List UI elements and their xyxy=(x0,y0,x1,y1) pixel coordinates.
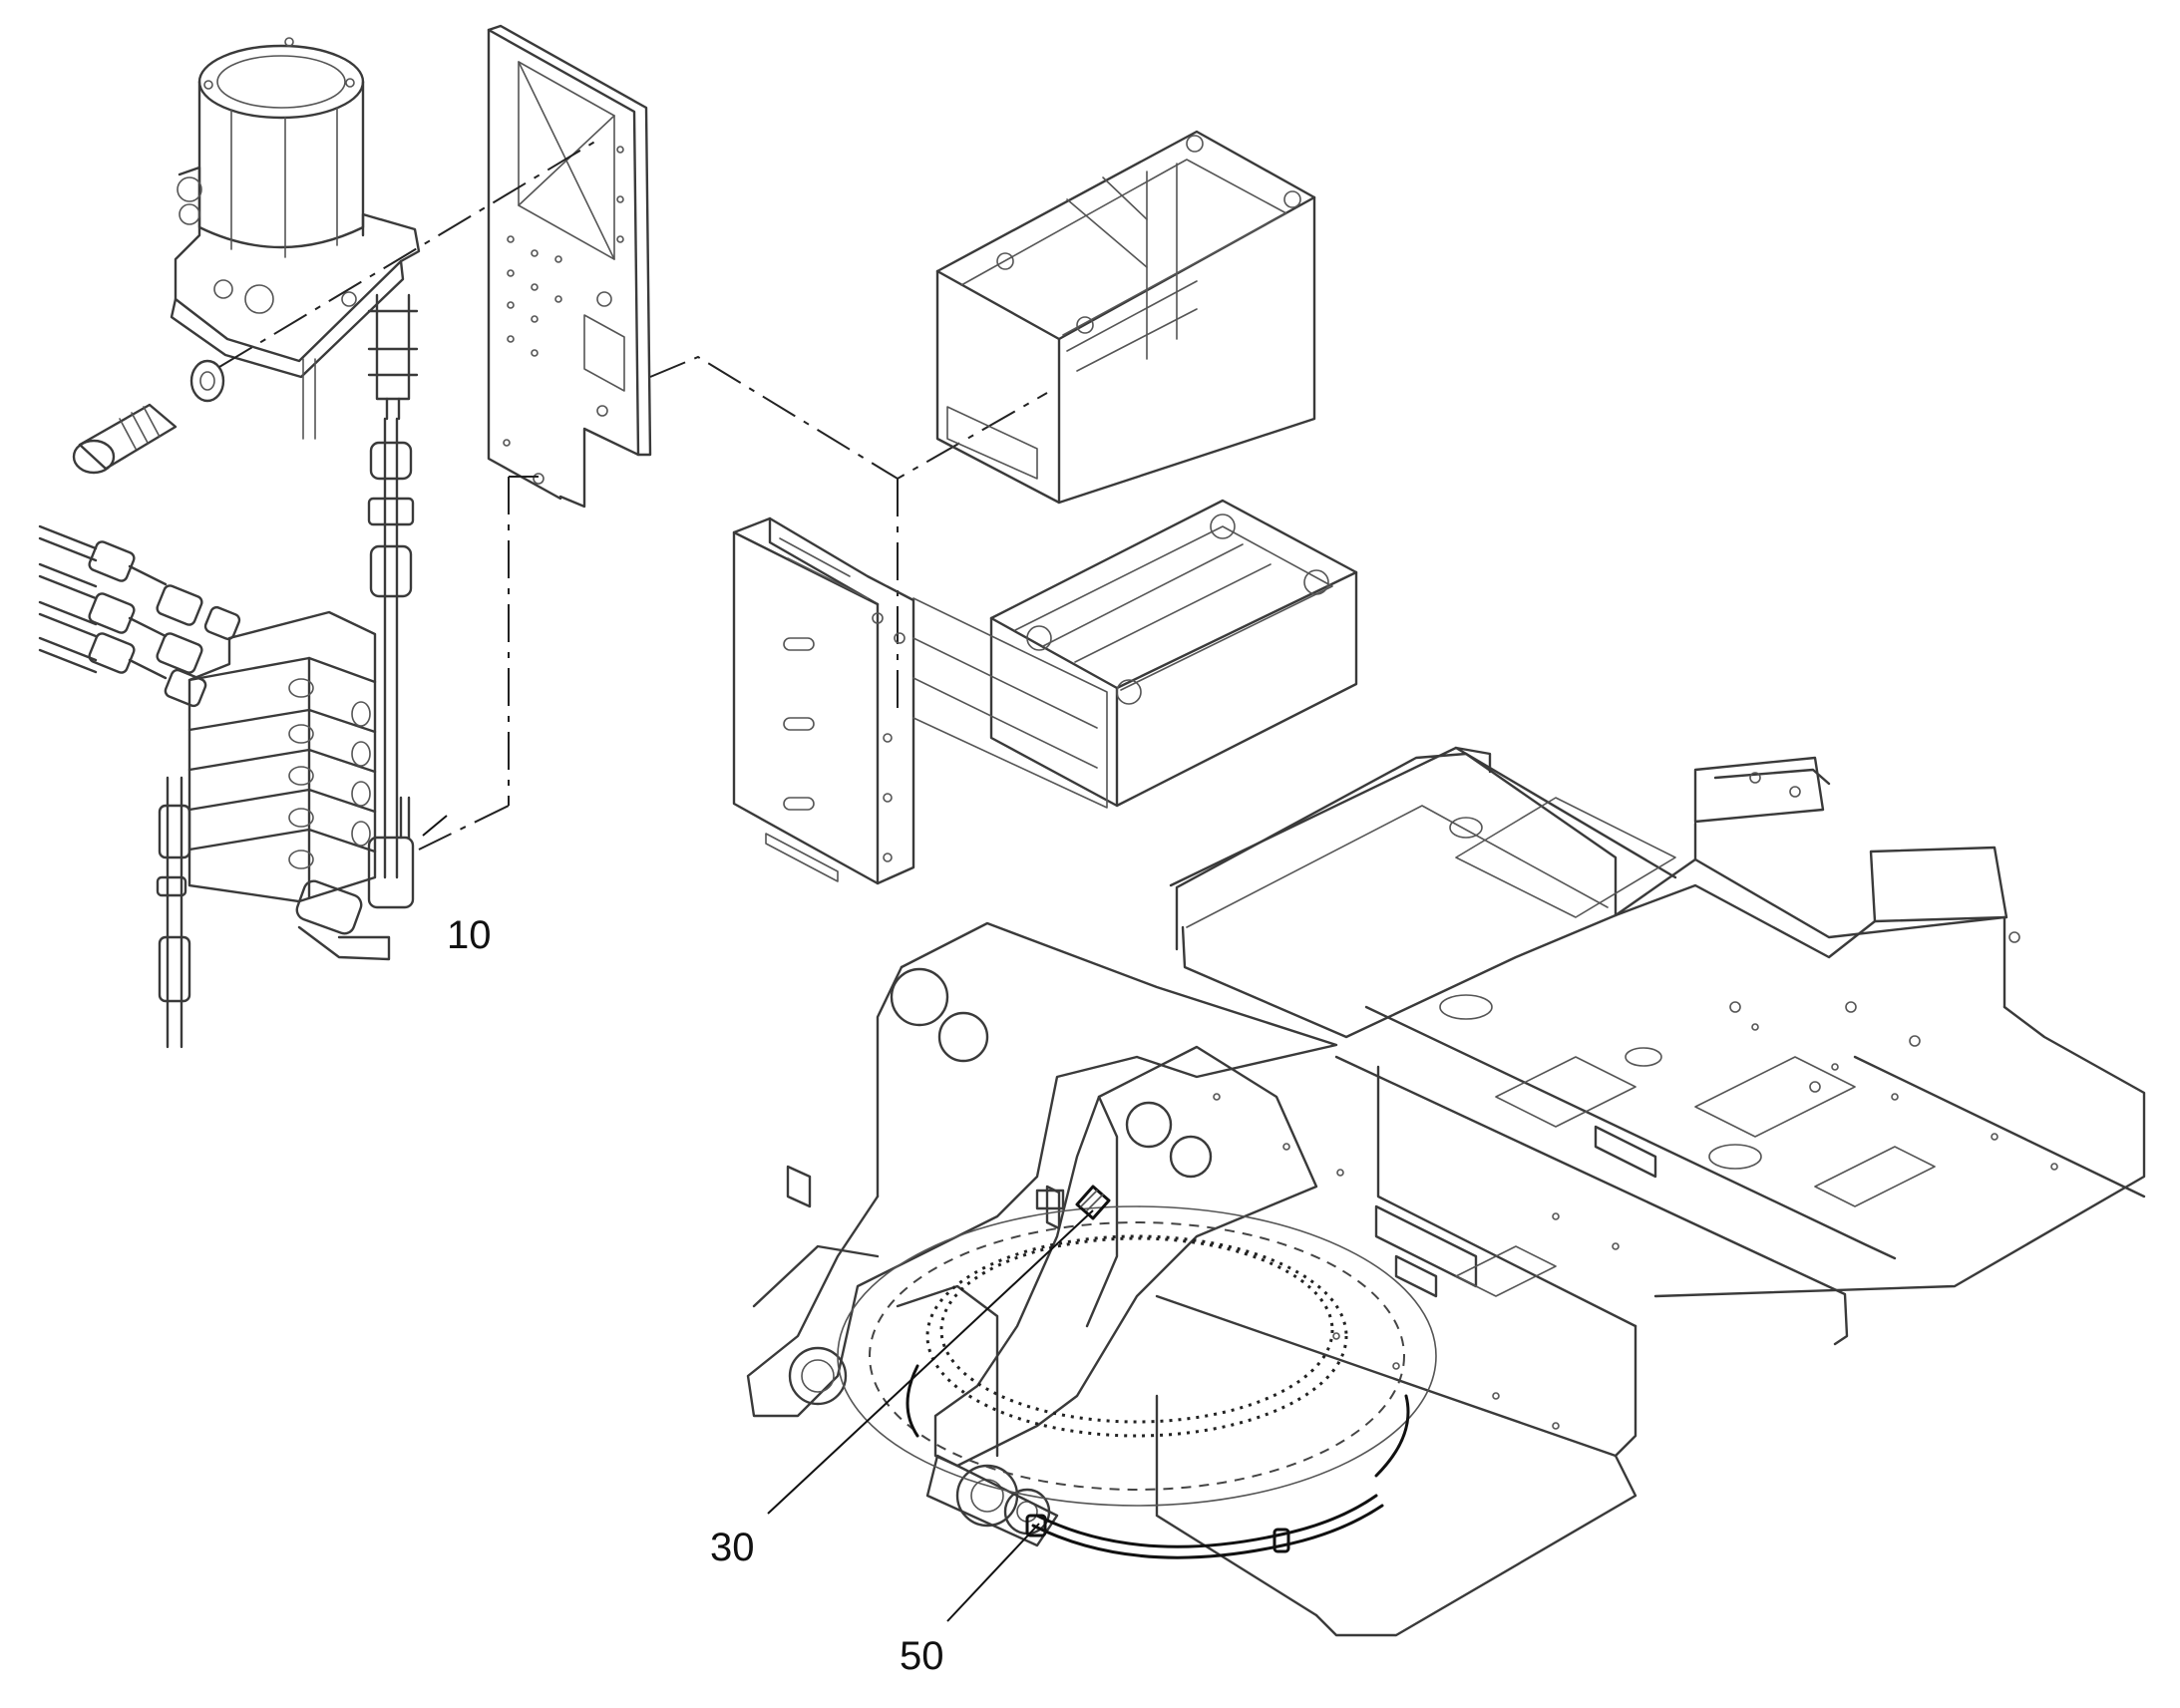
mounting-plate xyxy=(487,24,652,509)
callout-label: 50 xyxy=(900,1634,944,1678)
lubrication-pump xyxy=(170,37,421,440)
frame-housing-lower xyxy=(989,499,1358,808)
grease-fitting xyxy=(1035,1185,1111,1220)
mounting-bolt xyxy=(72,359,225,475)
slewing-ring xyxy=(837,1205,1437,1559)
side-guard-panel xyxy=(732,516,1108,885)
frame-housing-upper xyxy=(935,130,1316,505)
callout-label: 10 xyxy=(447,913,492,957)
leader-lines xyxy=(422,815,1094,1622)
main-chassis-frame xyxy=(1155,746,2146,1637)
assembly-lines xyxy=(218,139,1048,851)
callout-label: 30 xyxy=(710,1526,755,1569)
distributor-block xyxy=(38,417,415,1049)
